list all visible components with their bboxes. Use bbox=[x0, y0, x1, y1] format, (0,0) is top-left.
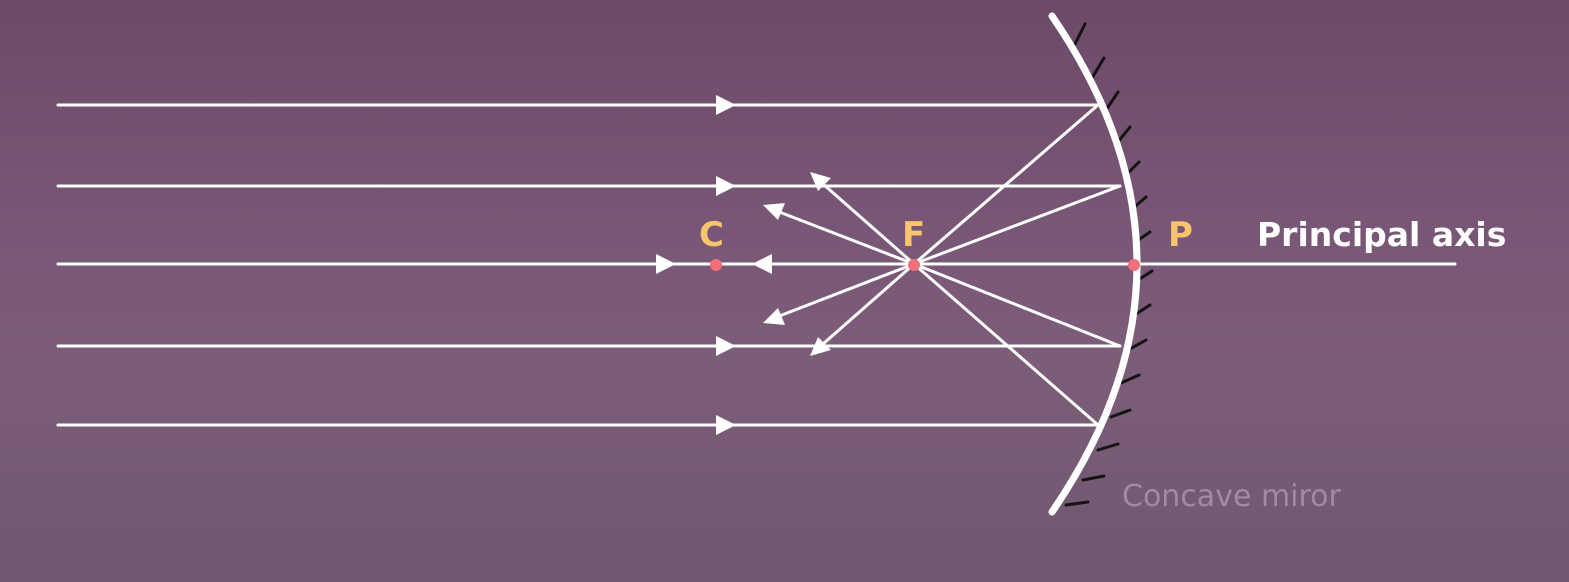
hatch-mark bbox=[1090, 56, 1106, 80]
hatch-mark bbox=[1109, 408, 1132, 419]
reflected-ray-1 bbox=[912, 103, 1100, 266]
diverging-arrowhead-4 bbox=[763, 308, 785, 325]
concave-mirror-label: Concave miror bbox=[1122, 479, 1342, 514]
diverging-ray-1 bbox=[813, 175, 916, 266]
hatch-mark bbox=[1064, 500, 1090, 507]
diverging-arrowhead-1 bbox=[810, 172, 831, 191]
hatch-mark bbox=[1096, 442, 1120, 452]
reflected-ray-4 bbox=[912, 262, 1122, 348]
arrowhead-right-4 bbox=[716, 336, 736, 356]
pole-dot bbox=[1128, 259, 1140, 271]
hatch-mark bbox=[1104, 90, 1120, 112]
focus-dot bbox=[908, 259, 920, 271]
reflected-ray-5 bbox=[912, 262, 1100, 427]
reflected-rays bbox=[912, 103, 1122, 427]
pole-label: P bbox=[1168, 215, 1193, 255]
arrowhead-right-5 bbox=[716, 415, 736, 435]
center-of-curvature-label: C bbox=[699, 215, 724, 255]
arrowhead-left-axis bbox=[752, 254, 772, 274]
incident-arrowheads bbox=[656, 95, 772, 435]
diverging-arrowhead-2 bbox=[763, 203, 785, 220]
reflected-ray-2 bbox=[912, 184, 1122, 266]
diverging-ray-5 bbox=[813, 262, 916, 353]
diverging-ray-2 bbox=[767, 206, 916, 266]
hatch-mark bbox=[1073, 22, 1087, 46]
hatch-mark bbox=[1081, 474, 1106, 482]
hatch-mark bbox=[1119, 373, 1141, 385]
principal-axis-label: Principal axis bbox=[1257, 215, 1506, 254]
diverging-arrowhead-5 bbox=[810, 337, 831, 356]
axis-points bbox=[710, 259, 1140, 271]
diverging-ray-4 bbox=[767, 262, 916, 322]
diverging-rays bbox=[763, 172, 916, 356]
focus-label: F bbox=[902, 215, 925, 255]
hatch-mark bbox=[1126, 338, 1148, 352]
center-of-curvature-dot bbox=[710, 259, 722, 271]
arrowhead-right-2 bbox=[716, 176, 736, 196]
arrowhead-right-1 bbox=[716, 95, 736, 115]
arrowhead-right-axis bbox=[656, 254, 676, 274]
